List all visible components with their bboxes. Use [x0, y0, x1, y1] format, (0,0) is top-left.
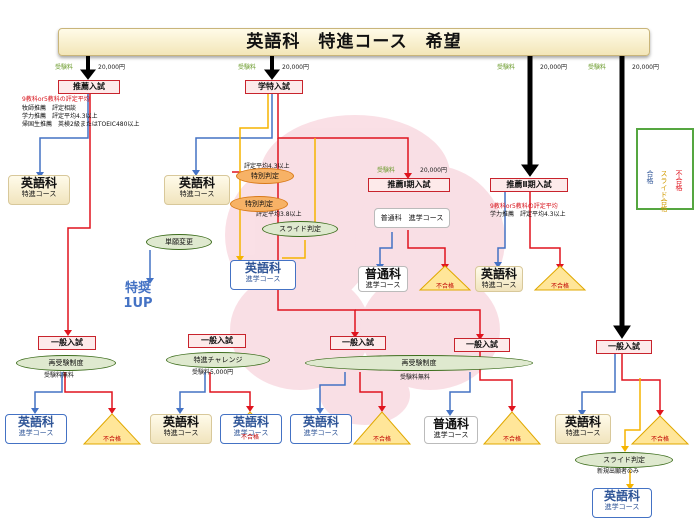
fail-label: 不合格 — [240, 434, 259, 441]
course-eigo-shingaku: 英語科 進学コース — [230, 260, 296, 290]
tangan-henkou: 単願変更 — [146, 234, 212, 250]
course-track: 進学コース — [18, 429, 54, 437]
fail-label: 不合格 — [550, 283, 569, 290]
fee-free-note: 受験料無料 — [44, 372, 75, 379]
course-name: 英語科 — [178, 176, 215, 190]
fee-label: 受験料 — [377, 167, 396, 174]
suisen-criteria-line: 学力推薦 評定平均4.3以上 — [22, 113, 98, 120]
tokubetsu-hantei-2: 特別判定 — [230, 196, 288, 212]
course-eigo-shingaku: 英語科 進学コース — [592, 488, 652, 518]
fee-amount: 20,000円 — [540, 64, 567, 71]
course-track: 進学コース — [303, 429, 339, 437]
fail-label: 不合格 — [372, 436, 391, 443]
tokusho-1up: 特奨 1UP — [115, 281, 161, 311]
course-track: 特進コース — [163, 429, 199, 437]
fee-label: 受験料 — [497, 64, 516, 71]
fail-label: 不合格 — [502, 436, 521, 443]
slide-hantei-2: スライド判定 — [575, 452, 673, 468]
suisen2-criteria-title: 9教科or5教科の評定平均 — [490, 203, 558, 210]
suisen2-criteria-line: 学力推薦 評定平均4.3以上 — [490, 211, 566, 218]
exam-ippan: 一般入試 — [330, 336, 386, 350]
course-futsu-shingaku: 普通科 進学コース — [374, 208, 450, 228]
fail-label: 不合格 — [102, 436, 121, 443]
exam-ippan: 一般入試 — [454, 338, 510, 352]
exam-suisen1: 推薦Ⅰ期入試 — [368, 178, 450, 192]
course-name: 英語科 — [17, 415, 54, 429]
legend-fail: 不合格 — [675, 170, 683, 191]
main-arrows — [79, 54, 631, 339]
course-name: 英語科 — [564, 415, 601, 429]
fee-label: 受験料 — [238, 64, 257, 71]
legend-pass: 合格 — [646, 170, 654, 184]
slide-hantei: スライド判定 — [262, 221, 338, 237]
course-track: 進学コース — [604, 503, 640, 511]
tokubetsu-hantei-1: 特別判定 — [236, 168, 294, 184]
course-name: 普通科 — [432, 417, 469, 431]
new-applicants-note: 新規出願者のみ — [597, 468, 640, 475]
course-name: 英語科 — [162, 415, 199, 429]
gakutoku-criteria-2: 評定平均3.8以上 — [256, 211, 302, 218]
suisen-criteria-line: 牧師推薦 評定相談 — [22, 105, 77, 112]
fee-label: 受験料 — [588, 64, 607, 71]
fee-amount: 20,000円 — [98, 64, 125, 71]
saijuken-seido-2: 再受験制度 — [305, 355, 533, 371]
course-name: 英語科 — [232, 415, 269, 429]
course-track: 進学コース — [245, 275, 281, 283]
course-eigo-tokushin: 英語科 特進コース — [555, 414, 611, 444]
fee-free-note: 受験料無料 — [400, 374, 431, 381]
exam-ippan: 一般入試 — [596, 340, 652, 354]
fail-label: 不合格 — [650, 436, 669, 443]
exam-gakutoku: 学特入試 — [245, 80, 303, 94]
exam-suisen2: 推薦Ⅱ期入試 — [490, 178, 568, 192]
exam-ippan: 一般入試 — [38, 336, 96, 350]
course-name: 普通科 — [364, 267, 401, 281]
course-futsu-shingaku: 普通科 進学コース — [358, 266, 408, 292]
course-eigo-shingaku: 英語科 進学コース — [220, 414, 282, 444]
course-track: 特進コース — [21, 190, 57, 198]
course-track: 進学コース — [233, 429, 269, 437]
course-name: 英語科 — [244, 261, 281, 275]
course-name: 英語科 — [480, 267, 517, 281]
tokusho-sub: 1UP — [123, 296, 153, 311]
course-track: 進学コース — [433, 431, 469, 439]
fee-amount: 20,000円 — [420, 167, 447, 174]
course-eigo-shingaku: 英語科 進学コース — [290, 414, 352, 444]
fee-label: 受験料 — [55, 64, 74, 71]
course-name: 英語科 — [302, 415, 339, 429]
course-track: 特進コース — [179, 190, 215, 198]
suisen-criteria-line: 帰国生推薦 英検2級またはTOEIC480以上 — [22, 121, 140, 128]
course-track: 特進コース — [565, 429, 601, 437]
course-eigo-tokushin: 英語科 特進コース — [164, 175, 230, 205]
course-eigo-tokushin: 英語科 特進コース — [150, 414, 212, 444]
course-track: 進学コース — [365, 281, 401, 289]
slide-lines — [239, 92, 641, 486]
legend-slide: スライド合格 — [660, 170, 668, 212]
exam-suisen: 推薦入試 — [58, 80, 120, 94]
tokushin-challenge: 特進チャレンジ — [166, 352, 270, 368]
exam-ippan: 一般入試 — [188, 334, 246, 348]
course-eigo-tokushin: 英語科 特進コース — [8, 175, 70, 205]
suisen-criteria-title: 9教科or5教科の評定平均 — [22, 96, 90, 103]
fee-5000-note: 受験料5,000円 — [192, 369, 234, 376]
course-name: 英語科 — [603, 489, 640, 503]
saijuken-seido: 再受験制度 — [16, 355, 116, 371]
tokusho-label: 特奨 — [124, 281, 151, 296]
fail-label: 不合格 — [435, 283, 454, 290]
fee-amount: 20,000円 — [632, 64, 659, 71]
course-eigo-shingaku: 英語科 進学コース — [5, 414, 67, 444]
course-name: 英語科 — [20, 176, 57, 190]
page-title: 英語科 特進コース 希望 — [58, 28, 650, 56]
course-track: 特進コース — [481, 281, 517, 289]
legend — [636, 128, 694, 210]
gakutoku-criteria-1: 評定平均4.3以上 — [244, 163, 290, 170]
pass-lines — [34, 92, 616, 412]
course-eigo-tokushin: 英語科 特進コース — [475, 266, 523, 292]
fee-amount: 20,000円 — [282, 64, 309, 71]
course-futsu-shingaku: 普通科 進学コース — [424, 416, 478, 444]
